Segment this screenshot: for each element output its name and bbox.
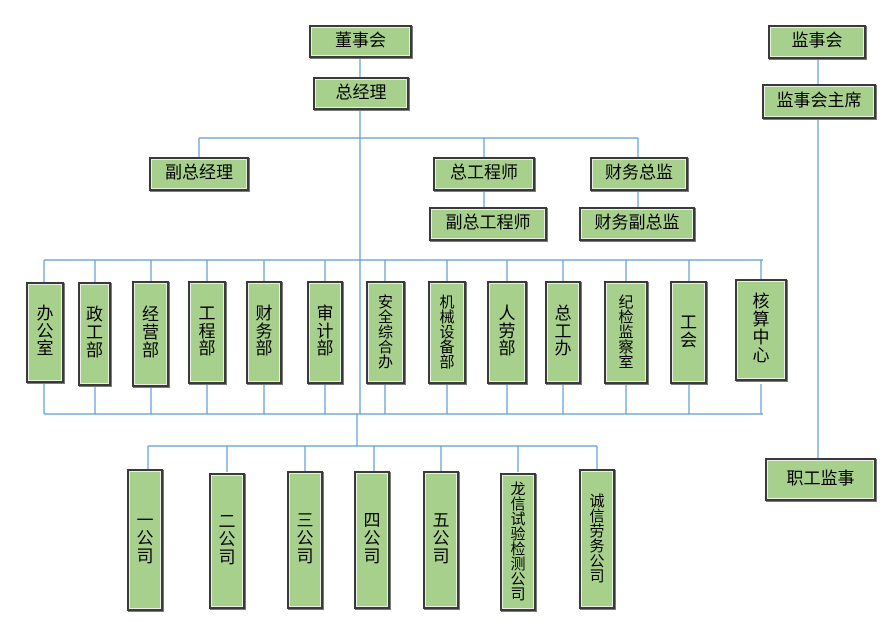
supervisory-chair-box: 监事会主席 (762, 84, 876, 119)
general-manager-box: 总经理 (313, 77, 409, 110)
department-box: 办公室 (26, 282, 64, 383)
department-box: 审计部 (307, 281, 343, 384)
deputy-finance-director-box: 财务副总监 (579, 207, 695, 241)
subsidiary-box: 五公司 (423, 471, 459, 609)
subsidiary-box: 三公司 (287, 471, 323, 609)
subsidiary-box: 诚信劳务公司 (579, 469, 615, 609)
department-box: 人劳部 (487, 281, 527, 384)
department-box: 工会 (670, 281, 707, 384)
deputy-general-manager-box: 副总经理 (149, 157, 249, 191)
subsidiary-box: 一公司 (127, 469, 163, 611)
department-box: 纪检监察室 (604, 281, 648, 384)
subsidiary-box: 龙信试验检测公司 (500, 473, 536, 611)
supervisory-board-box: 监事会 (768, 25, 866, 59)
chief-engineer-box: 总工程师 (433, 157, 535, 191)
department-box: 总工办 (545, 281, 581, 384)
department-box: 财务部 (246, 281, 282, 384)
finance-director-box: 财务总监 (590, 157, 688, 191)
deputy-chief-engineer-box: 副总工程师 (429, 207, 547, 241)
board-box: 董事会 (309, 25, 412, 58)
department-box: 机械设备部 (428, 281, 466, 384)
department-box: 工程部 (188, 281, 226, 384)
subsidiary-box: 四公司 (354, 471, 390, 609)
department-box: 政工部 (78, 282, 111, 386)
subsidiary-box: 二公司 (209, 473, 245, 609)
department-box: 经营部 (132, 281, 169, 387)
employee-supervisor-box: 职工监事 (765, 458, 876, 501)
department-box: 安全综合办 (366, 281, 405, 384)
department-box: 核算中心 (735, 279, 787, 381)
